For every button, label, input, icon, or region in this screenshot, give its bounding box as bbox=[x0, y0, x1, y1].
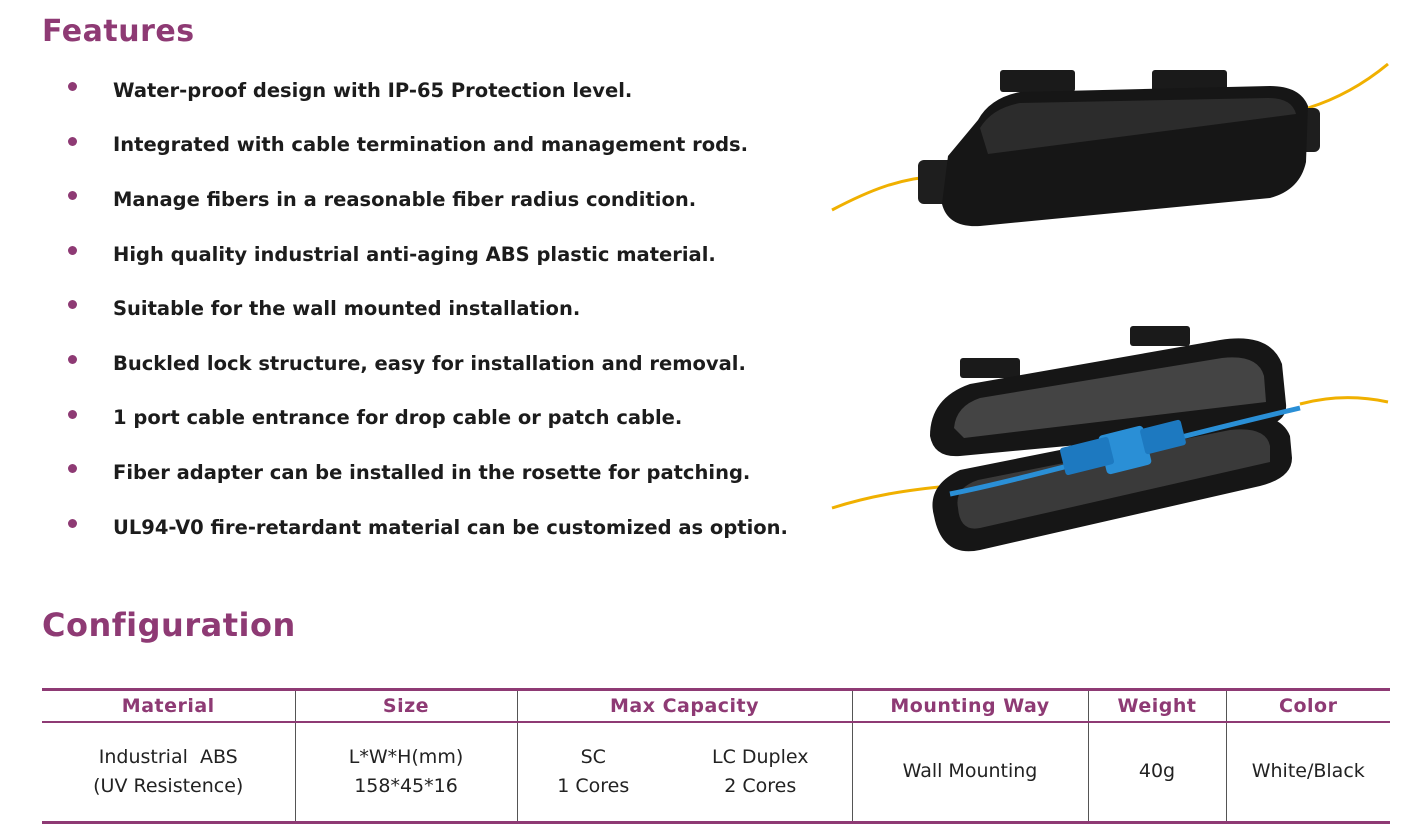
feature-item: Manage fibers in a reasonable fiber radi… bbox=[66, 181, 826, 236]
bullet-dot-icon bbox=[68, 245, 77, 255]
feature-text: Buckled lock structure, easy for install… bbox=[113, 351, 746, 375]
feature-item: Water-proof design with IP-65 Protection… bbox=[66, 72, 826, 127]
fiber-cable-right bbox=[1307, 62, 1389, 110]
cell-material: Industrial ABS (UV Resistence) bbox=[42, 722, 295, 823]
bullet-dot-icon bbox=[68, 191, 77, 201]
cell-color: White/Black bbox=[1225, 722, 1390, 823]
cell-capacity-lc: LC Duplex 2 Cores bbox=[669, 722, 852, 823]
features-list: Water-proof design with IP-65 Protection… bbox=[66, 72, 826, 563]
header-material: Material bbox=[42, 689, 295, 723]
header-size: Size bbox=[294, 689, 517, 723]
cell-line: 1 Cores bbox=[557, 775, 630, 797]
feature-item: UL94-V0 fire-retardant material can be c… bbox=[66, 509, 826, 564]
cell-line: 158*45*16 bbox=[354, 775, 458, 797]
feature-item: Integrated with cable termination and ma… bbox=[66, 127, 826, 182]
feature-item: Suitable for the wall mounted installati… bbox=[66, 290, 826, 345]
closed-rosette-image bbox=[831, 62, 1389, 227]
feature-text: Integrated with cable termination and ma… bbox=[113, 133, 749, 157]
cell-line: LC Duplex bbox=[711, 745, 809, 768]
bullet-dot-icon bbox=[68, 82, 77, 91]
configuration-table: Material Size Max Capacity Mounting Way … bbox=[42, 688, 1390, 824]
feature-text: Suitable for the wall mounted installati… bbox=[113, 297, 581, 321]
header-weight: Weight bbox=[1087, 689, 1226, 723]
bullet-dot-icon bbox=[68, 409, 77, 419]
feature-text: Fiber adapter can be installed in the ro… bbox=[113, 460, 751, 484]
header-mounting-way: Mounting Way bbox=[851, 689, 1088, 723]
table-header-row: Material Size Max Capacity Mounting Way … bbox=[42, 689, 1390, 723]
rosette-base-open bbox=[932, 414, 1292, 552]
cell-line: (UV Resistence) bbox=[93, 775, 244, 797]
feature-text: 1 port cable entrance for drop cable or … bbox=[113, 406, 683, 430]
feature-item: 1 port cable entrance for drop cable or … bbox=[66, 400, 826, 455]
cell-mounting-way: Wall Mounting bbox=[851, 722, 1088, 823]
cell-weight: 40g bbox=[1087, 722, 1226, 823]
bullet-dot-icon bbox=[68, 136, 77, 146]
bullet-dot-icon bbox=[68, 354, 77, 364]
cell-size: L*W*H(mm) 158*45*16 bbox=[294, 722, 517, 823]
fiber-cable-left bbox=[831, 484, 951, 510]
cell-line: 2 Cores bbox=[724, 775, 797, 797]
feature-text: Water-proof design with IP-65 Protection… bbox=[113, 78, 633, 102]
feature-item: High quality industrial anti-aging ABS p… bbox=[66, 236, 826, 291]
feature-text: High quality industrial anti-aging ABS p… bbox=[113, 242, 716, 266]
cell-line: L*W*H(mm) bbox=[348, 745, 464, 768]
cell-line: SC bbox=[580, 745, 606, 768]
table-row: Industrial ABS (UV Resistence) L*W*H(mm)… bbox=[42, 722, 1390, 823]
bullet-dot-icon bbox=[68, 518, 77, 528]
feature-item: Fiber adapter can be installed in the ro… bbox=[66, 454, 826, 509]
open-rosette-image bbox=[831, 326, 1389, 552]
sc-adapter bbox=[1059, 419, 1186, 475]
rosette-housing-closed bbox=[918, 70, 1320, 227]
header-max-capacity: Max Capacity bbox=[516, 689, 852, 723]
bullet-dot-icon bbox=[68, 464, 77, 474]
feature-text: Manage fibers in a reasonable fiber radi… bbox=[113, 187, 697, 211]
features-heading: Features bbox=[42, 14, 195, 49]
header-color: Color bbox=[1225, 689, 1390, 723]
cell-line: Industrial ABS bbox=[98, 745, 238, 768]
configuration-heading: Configuration bbox=[42, 606, 296, 644]
fiber-cable-right bbox=[1299, 396, 1389, 406]
cell-capacity-sc: SC 1 Cores bbox=[516, 722, 669, 823]
bullet-dot-icon bbox=[68, 300, 77, 310]
feature-item: Buckled lock structure, easy for install… bbox=[66, 345, 826, 400]
feature-text: UL94-V0 fire-retardant material can be c… bbox=[113, 515, 788, 539]
